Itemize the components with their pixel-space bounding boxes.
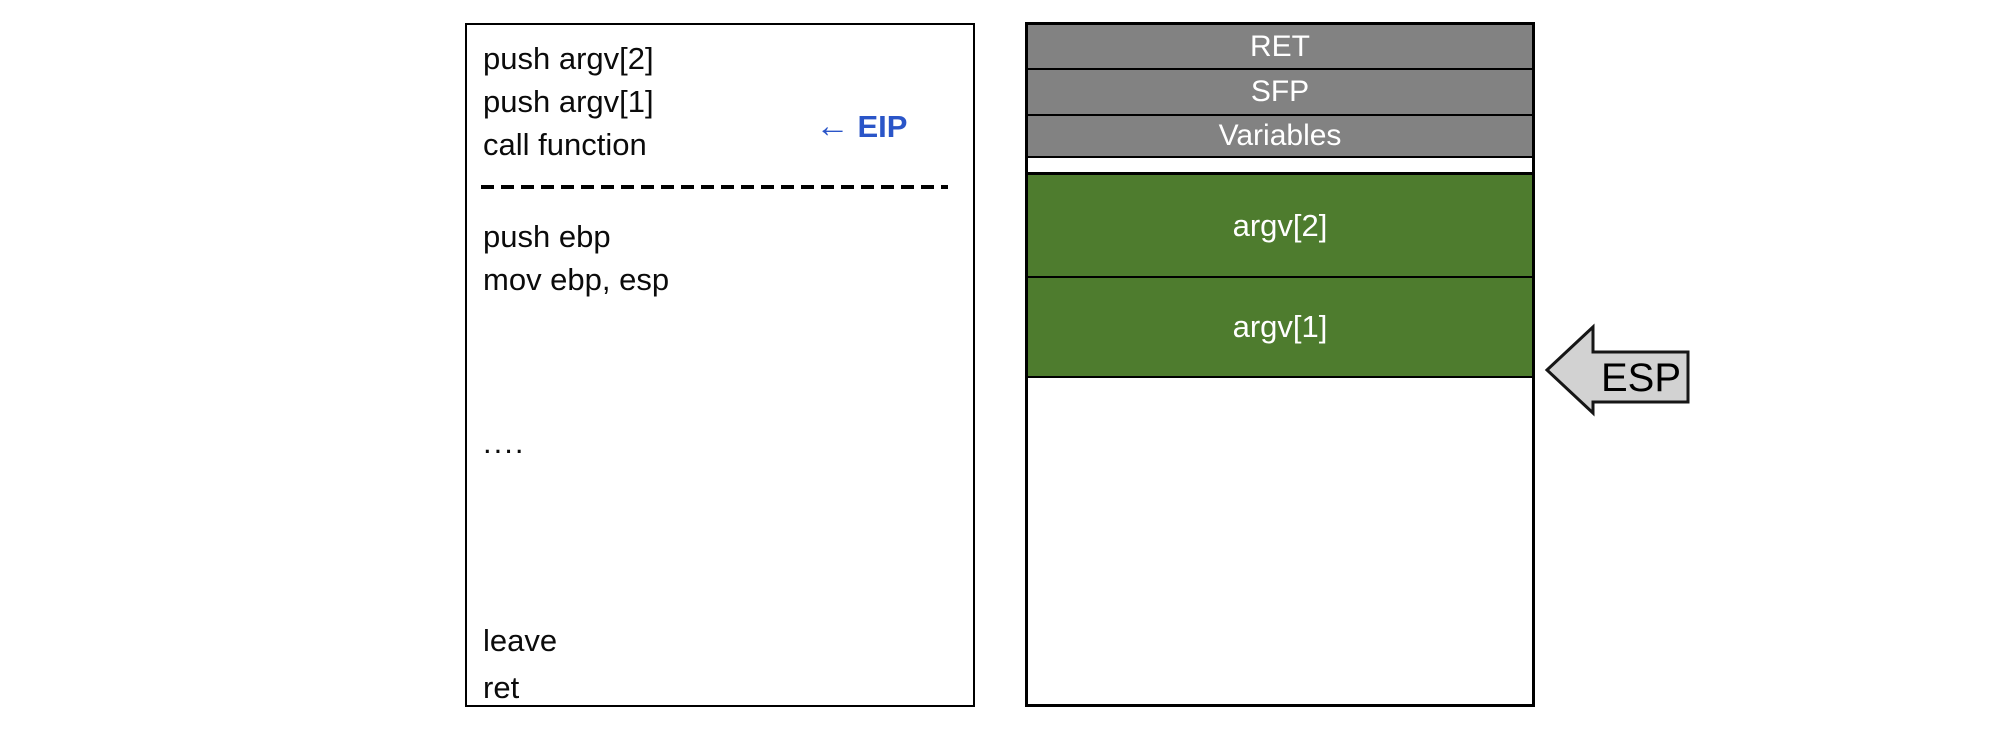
code-line-call-function: call function xyxy=(483,127,647,162)
stack-row-label: argv[2] xyxy=(1232,207,1328,243)
stack-panel: RET SFP Variables argv[2] argv[1] xyxy=(1025,22,1535,707)
stack-row-sfp: SFP xyxy=(1028,70,1532,116)
stack-row-empty-gap xyxy=(1028,158,1532,175)
dashed-separator xyxy=(481,185,948,189)
code-line-mov-ebp-esp: mov ebp, esp xyxy=(483,262,670,297)
stack-row-argv1: argv[1] xyxy=(1028,278,1532,378)
left-arrow-icon: ← xyxy=(815,107,850,145)
stack-row-variables: Variables xyxy=(1028,116,1532,158)
code-line-push-argv1: push argv[1] xyxy=(483,84,654,119)
stack-row-ret: RET xyxy=(1028,25,1532,70)
stack-row-argv2: argv[2] xyxy=(1028,175,1532,278)
esp-label: ESP xyxy=(1601,356,1681,400)
stack-row-label: RET xyxy=(1250,29,1310,63)
stack-row-label: Variables xyxy=(1218,119,1342,152)
code-line-leave: leave xyxy=(483,623,558,658)
eip-label: EIP xyxy=(857,109,908,144)
code-line-push-argv2: push argv[2] xyxy=(483,41,654,76)
assembly-code-panel: push argv[2] push argv[1] call function … xyxy=(465,23,975,707)
eip-marker: ←EIP xyxy=(781,72,907,181)
stack-row-label: argv[1] xyxy=(1232,309,1328,344)
code-line-ellipsis: .... xyxy=(483,425,526,460)
code-line-ret: ret xyxy=(483,670,520,705)
stack-free-space xyxy=(1028,378,1532,704)
code-line-push-ebp: push ebp xyxy=(483,219,611,254)
esp-arrow-shape xyxy=(1544,323,1690,417)
esp-arrow: ESP xyxy=(1544,323,1690,417)
stack-row-label: SFP xyxy=(1250,75,1310,108)
